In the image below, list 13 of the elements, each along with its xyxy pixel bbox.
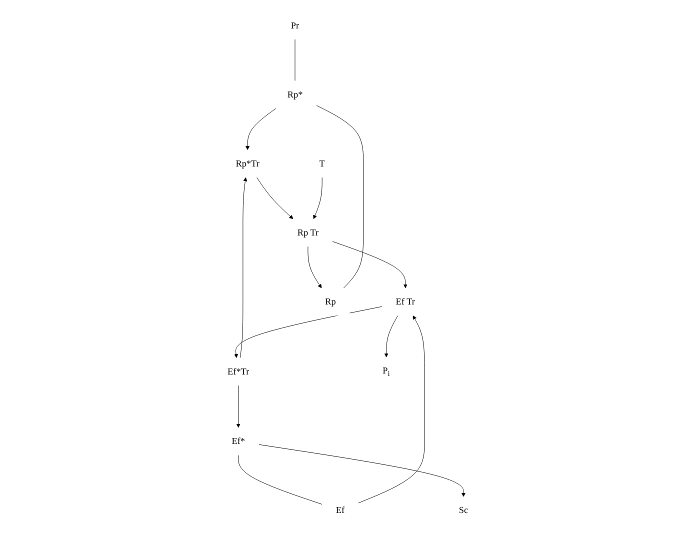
node-text: P$_{i}$ xyxy=(382,366,390,378)
connector xyxy=(316,105,364,288)
node-text: Ef xyxy=(336,505,345,516)
node-text: Pr xyxy=(291,20,300,31)
node-text: Rp*Tr xyxy=(236,158,260,169)
node-text: T xyxy=(319,158,326,169)
connector xyxy=(238,454,322,505)
node-text: Ef* xyxy=(232,436,246,446)
node-text: Rp Tr xyxy=(298,228,319,238)
node-text: Ef*Tr xyxy=(228,366,250,377)
node-text: Rp* xyxy=(288,90,303,100)
node-text: Sc xyxy=(459,505,468,516)
node-text: Ef Tr xyxy=(396,296,416,307)
